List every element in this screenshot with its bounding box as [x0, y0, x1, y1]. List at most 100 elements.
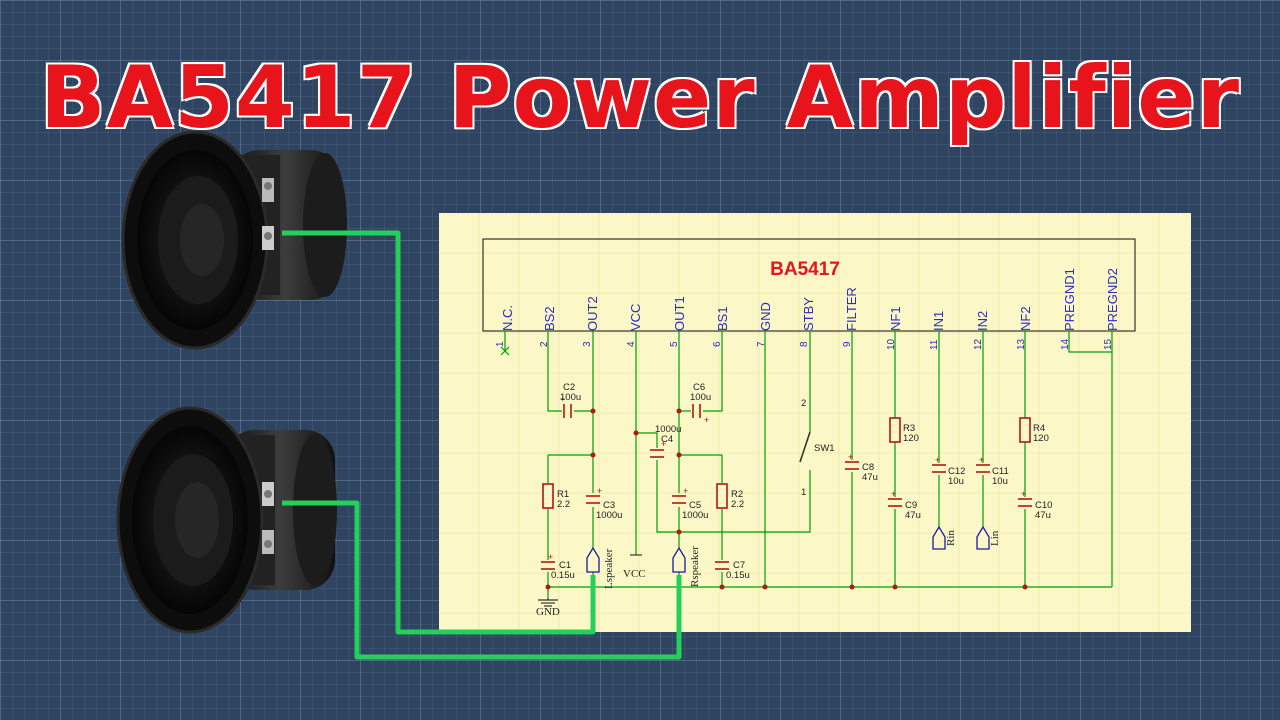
- speaker-wires: [282, 230, 682, 660]
- pin-11-number: 11: [929, 339, 940, 350]
- c7-value: 0.15u: [726, 570, 750, 581]
- speaker-top-wire: [282, 230, 596, 635]
- c8-value: 47u: [862, 472, 878, 483]
- pin-13-label: NF2: [1018, 306, 1033, 331]
- c6-value: 100u: [690, 392, 711, 403]
- ic-body: [482, 238, 1136, 332]
- r3-value: 120: [903, 433, 919, 444]
- svg-text:+: +: [1021, 489, 1026, 499]
- c10-ref: C10: [1035, 500, 1052, 511]
- pin-7-label: GND: [758, 302, 773, 331]
- r4-value: 120: [1033, 433, 1049, 444]
- c4-value: 1000u: [655, 424, 681, 435]
- c9-ref: C9: [905, 500, 917, 511]
- rin-port: [932, 525, 946, 550]
- pin-10-number: 10: [886, 338, 897, 350]
- r2-value: 2.2: [731, 499, 744, 510]
- rspeaker-label: Rspeaker: [689, 546, 701, 587]
- c7-ref: C7: [733, 560, 745, 571]
- pin-10-label: NF1: [888, 306, 903, 331]
- svg-text:+: +: [661, 439, 666, 449]
- r4-ref: R4: [1033, 423, 1045, 434]
- svg-text:+: +: [935, 455, 940, 465]
- c5-ref: C5: [689, 500, 701, 511]
- pin-13-number: 13: [1016, 338, 1027, 350]
- c3-ref: C3: [603, 500, 615, 511]
- pin-12-label: IN2: [975, 311, 990, 331]
- rin-label: Rin: [945, 530, 957, 546]
- gnd-label: GND: [536, 606, 560, 618]
- rspeaker-port: [672, 546, 686, 573]
- lspeaker-label: Lspeaker: [603, 548, 615, 589]
- ic-pins: N.C. BS2 OUT2 VCC OUT1 BS1 GND STBY FILT…: [495, 268, 1120, 350]
- speaker-bottom: [116, 406, 337, 634]
- pin-5-number: 5: [669, 341, 680, 347]
- c2-value: 100u: [560, 392, 581, 403]
- svg-text:+: +: [548, 552, 553, 562]
- pin-1-label: N.C.: [500, 305, 515, 331]
- c10-value: 47u: [1035, 510, 1051, 521]
- r3-ref: R3: [903, 423, 915, 434]
- svg-text:+: +: [979, 455, 984, 465]
- speaker-top: [121, 130, 347, 350]
- pin-6-label: BS1: [715, 306, 730, 331]
- c3-value: 1000u: [596, 510, 622, 521]
- c4-ref: C4: [661, 434, 673, 445]
- c5-value: 1000u: [682, 510, 708, 521]
- c8-ref: C8: [862, 462, 874, 473]
- pin-12-number: 12: [973, 338, 984, 350]
- pin-3-number: 3: [582, 341, 593, 347]
- c12-value: 10u: [948, 476, 964, 487]
- vcc-label: VCC: [623, 568, 646, 580]
- components: [541, 404, 1032, 570]
- power-symbols: [538, 554, 642, 607]
- lin-label: Lin: [989, 530, 1001, 546]
- svg-text:+: +: [683, 486, 688, 496]
- pin-3-label: OUT2: [585, 296, 600, 331]
- pin-6-number: 6: [712, 341, 723, 347]
- pin-2-number: 2: [539, 341, 550, 347]
- svg-text:+: +: [597, 486, 602, 496]
- pin-9-label: FILTER: [844, 287, 859, 331]
- signal-ports: [586, 525, 990, 573]
- sw1-ref: SW1: [814, 443, 835, 454]
- r1-ref: R1: [557, 489, 569, 500]
- pin-15-number: 15: [1103, 338, 1114, 350]
- pin-2-label: BS2: [542, 306, 557, 331]
- ic-label: BA5417: [770, 259, 840, 280]
- pin-1-number: 1: [495, 341, 506, 347]
- speaker-bottom-wire: [282, 500, 682, 660]
- pin-8-label: STBY: [801, 297, 816, 331]
- c9-value: 47u: [905, 510, 921, 521]
- pin-4-number: 4: [626, 341, 637, 347]
- port-labels: Lspeaker Rspeaker Rin Lin VCC GND: [536, 530, 1001, 618]
- polarity-marks: ++ ++ ++ ++ ++ +: [548, 394, 1026, 562]
- svg-text:+: +: [891, 489, 896, 499]
- c2-ref: C2: [563, 382, 575, 393]
- page-title: BA5417 Power Amplifier: [39, 47, 1240, 149]
- pin-9-number: 9: [842, 341, 853, 347]
- r2-ref: R2: [731, 489, 743, 500]
- pin-4-label: VCC: [628, 304, 643, 331]
- sw1-pin-top: 2: [801, 398, 806, 409]
- component-labels: C2 100u C6 100u 1000u C4 R1 2.2 C3 1000u…: [551, 382, 1052, 581]
- pin-7-number: 7: [756, 341, 767, 347]
- schematic-board: [439, 213, 1191, 632]
- r1-value: 2.2: [557, 499, 570, 510]
- c6-ref: C6: [693, 382, 705, 393]
- c11-ref: C11: [992, 466, 1009, 477]
- junction-dots: [545, 408, 1028, 590]
- pin-8-number: 8: [799, 341, 810, 347]
- c1-value: 0.15u: [551, 570, 575, 581]
- svg-text:+: +: [848, 452, 853, 462]
- c1-ref: C1: [559, 560, 571, 571]
- lin-port: [976, 525, 990, 550]
- pin-14-number: 14: [1060, 338, 1071, 350]
- lspeaker-port: [586, 546, 600, 573]
- pin-14-label: PREGND1: [1062, 268, 1077, 331]
- pin-5-label: OUT1: [672, 296, 687, 331]
- pin-11-label: IN1: [931, 311, 946, 331]
- sw1-pin-bottom: 1: [801, 487, 806, 498]
- c11-value: 10u: [992, 476, 1008, 487]
- svg-text:+: +: [560, 394, 565, 404]
